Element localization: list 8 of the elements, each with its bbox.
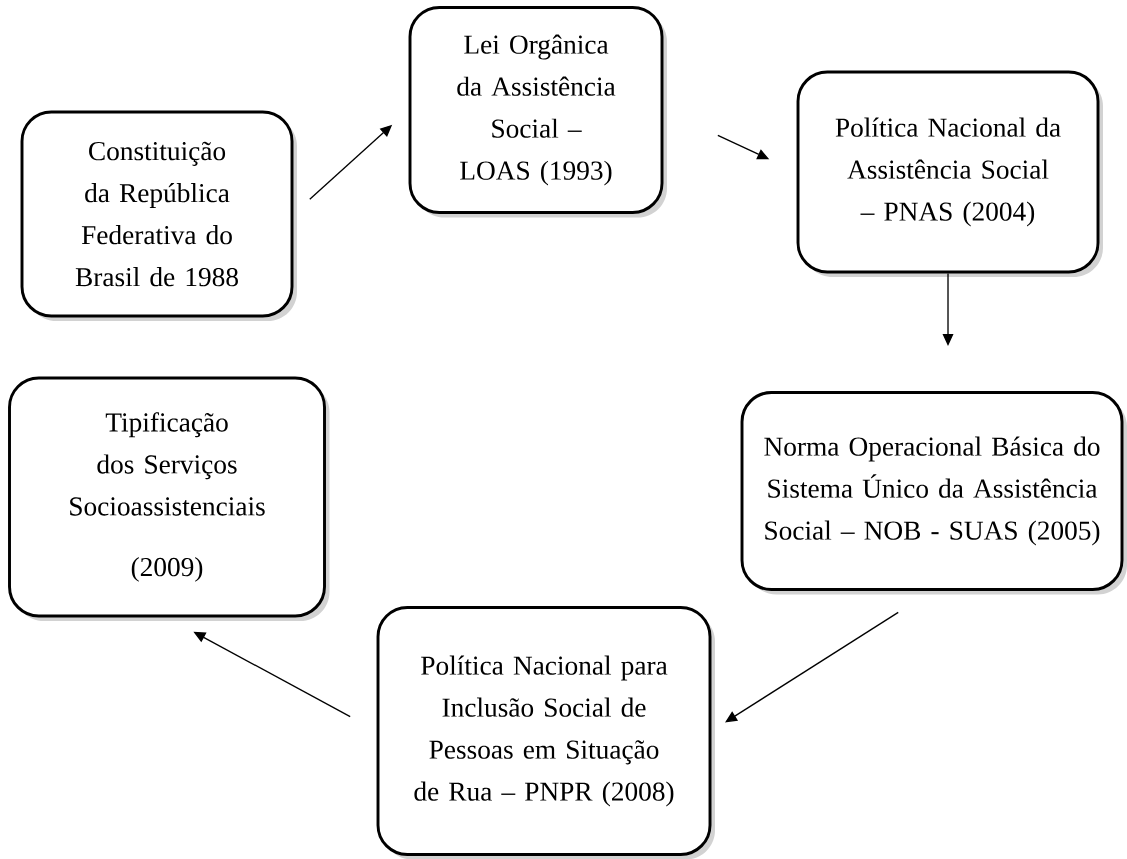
arrow xyxy=(725,611,899,723)
process-box: Norma Operacional Básica do Sistema Único da Assistência Social – NOB - SUAS (2005) xyxy=(740,391,1127,595)
process-box: Constituição da República Federativa do Brasil de 1988 xyxy=(20,110,297,321)
process-box: Lei Orgânica da Assistência Social – LOAS (1993) xyxy=(408,6,667,218)
arrow xyxy=(942,272,954,346)
process-box: Política Nacional da Assistência Social – PNAS (2004) xyxy=(796,70,1103,277)
process-box: Tipificação dos Serviços Socioassistenciais (2009) xyxy=(8,376,330,621)
process-box: Política Nacional para Inclusão Social de Pessoas em Situação de Rua – PNPR (2008) xyxy=(376,606,715,859)
